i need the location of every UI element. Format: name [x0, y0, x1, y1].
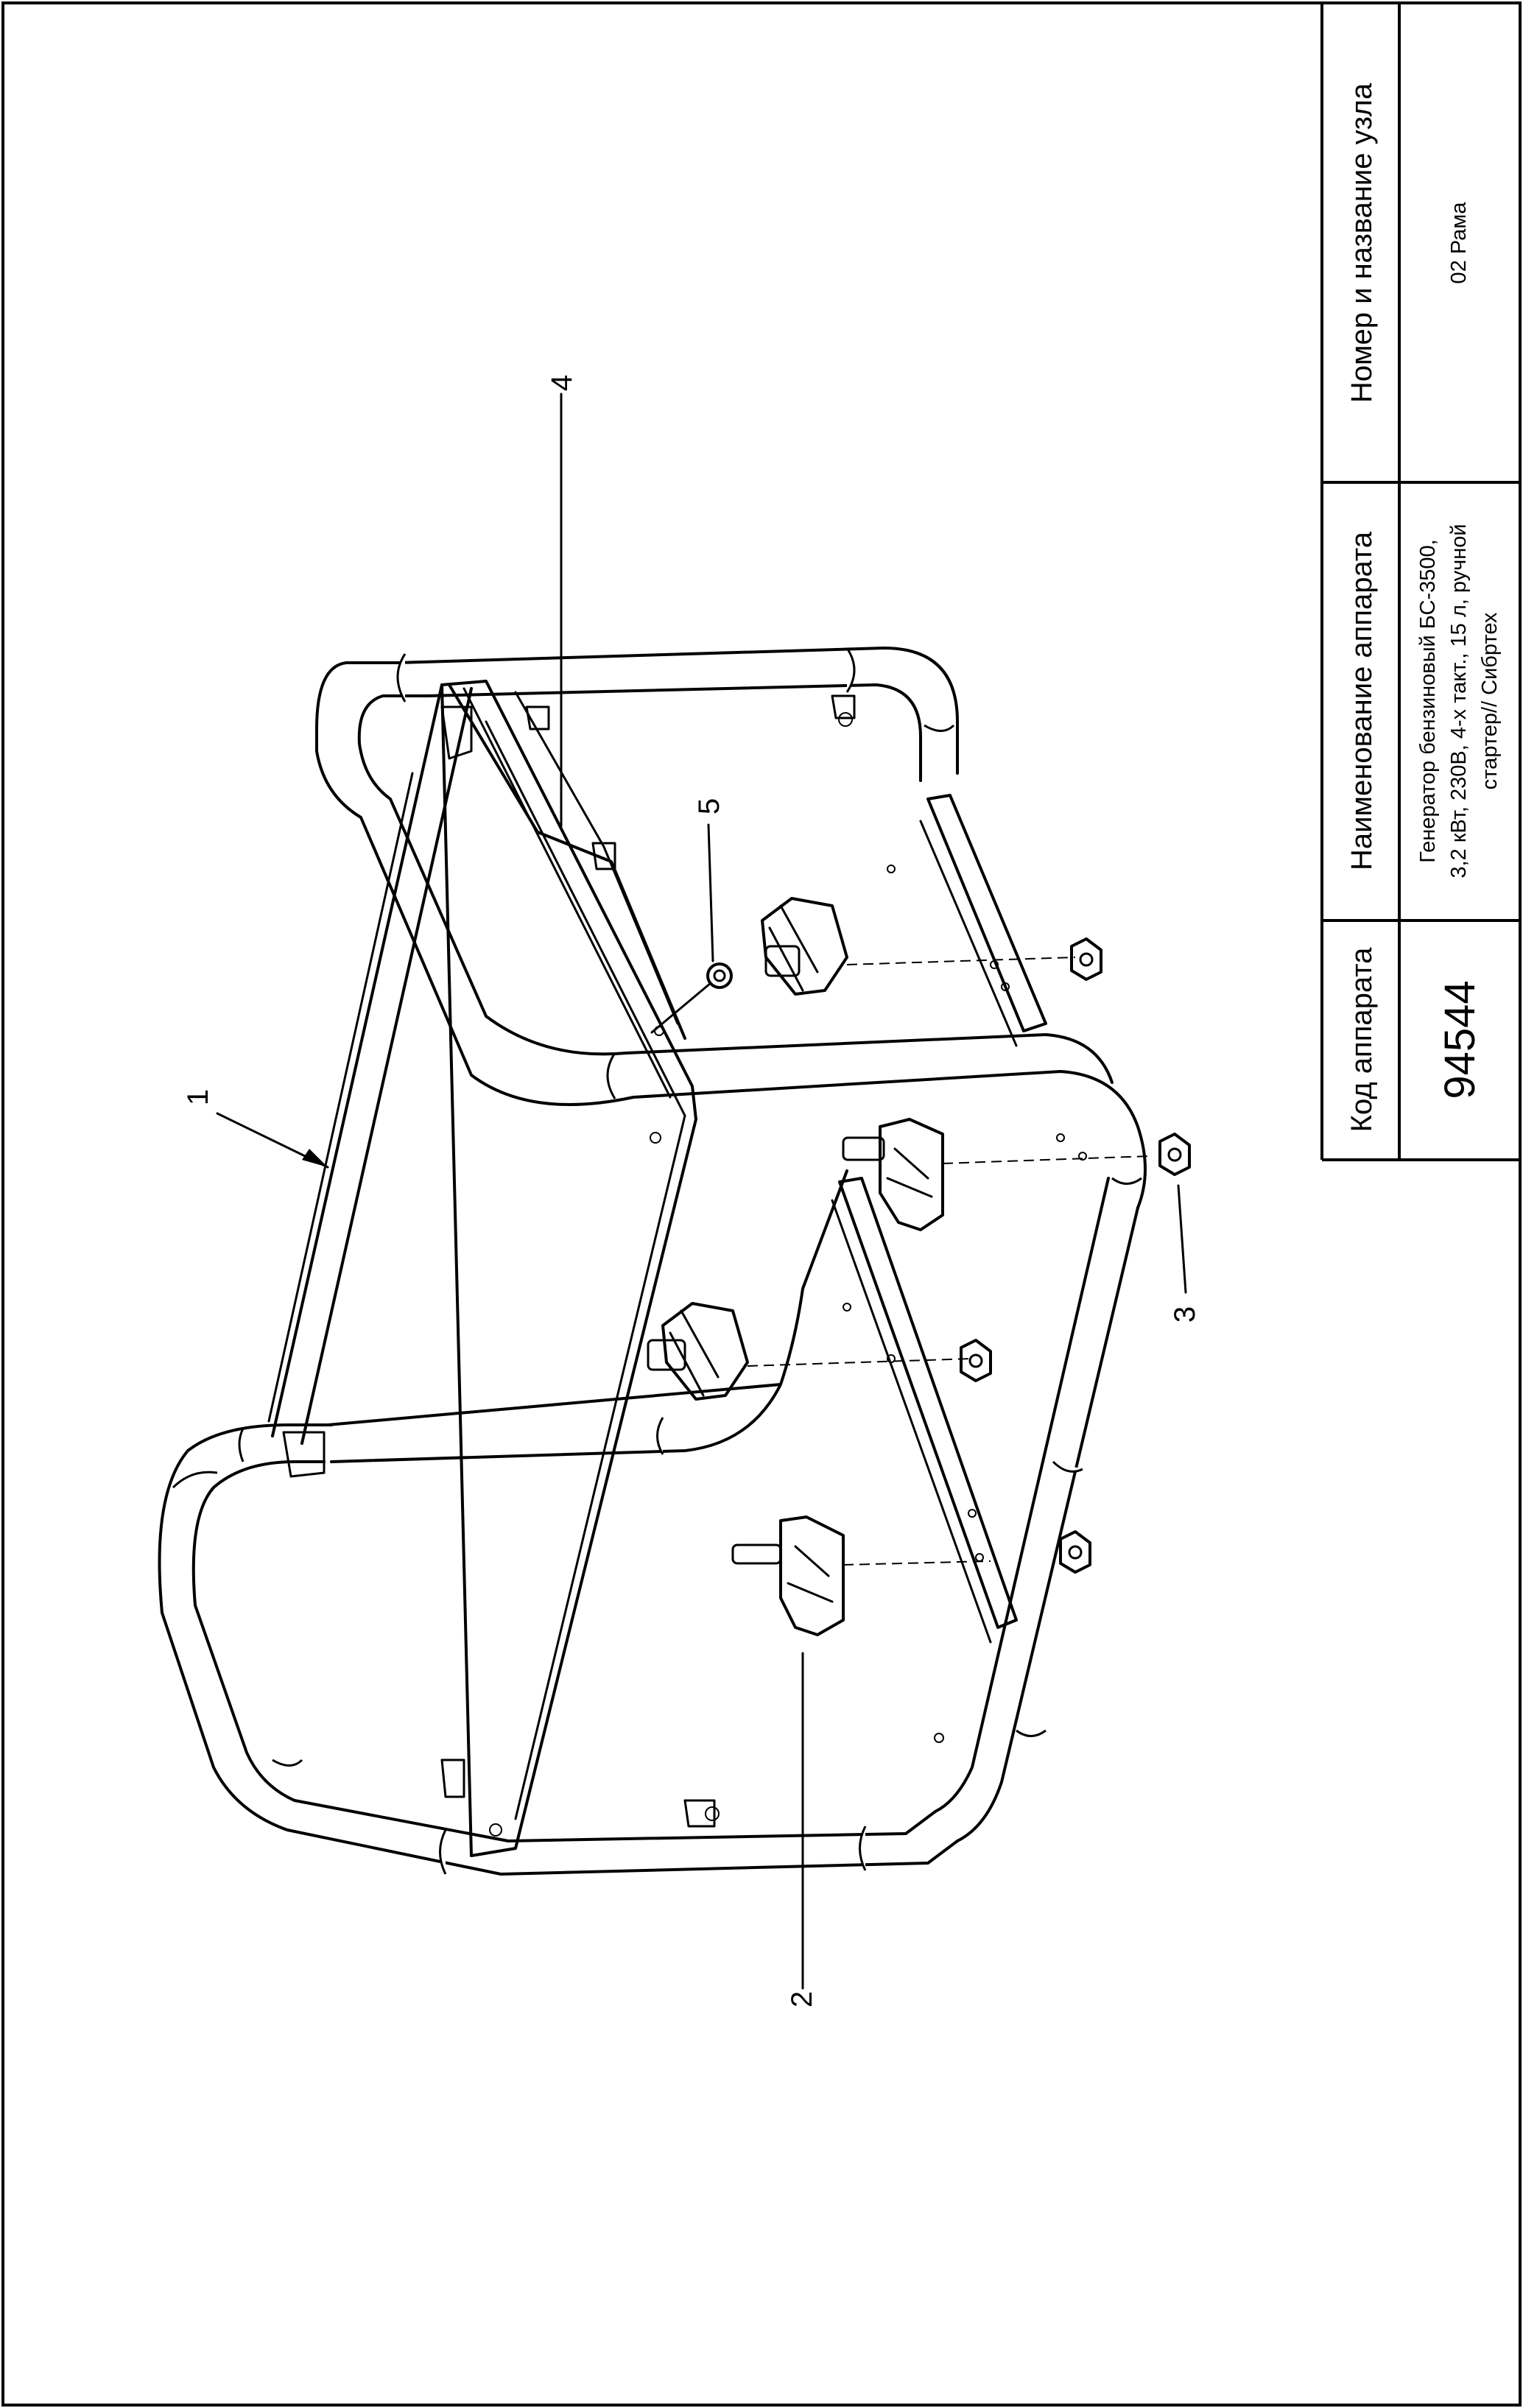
hole-10 [1001, 982, 1010, 991]
title-block: Код аппарата 94544 Наименование аппарата… [1320, 3, 1520, 1161]
damper-3 [647, 1302, 973, 1401]
channel-crossbar-outline [440, 680, 697, 1857]
bracket-3 [683, 1799, 716, 1828]
device-name-label: Наименование аппарата [1346, 531, 1378, 870]
device-code-label: Код аппарата [1346, 947, 1378, 1132]
callout-4: 4 [546, 375, 578, 391]
tube-joint-13 [656, 1417, 664, 1455]
tube-joint-9 [859, 1826, 867, 1871]
tube-joint-7 [1052, 1460, 1083, 1473]
mount-plate-upper [926, 794, 1047, 1032]
bracket-7 [525, 705, 550, 731]
hole-6 [843, 1303, 851, 1312]
bracket-2 [440, 1759, 465, 1798]
nut-2 [1158, 1133, 1191, 1176]
tube-bend-lower [779, 1169, 848, 1386]
hole-3 [489, 1823, 502, 1837]
hole-13 [887, 1354, 896, 1363]
tube-cross-middle-inner [625, 1033, 1114, 1084]
channel-crossbar-edge [462, 687, 672, 1099]
tube-loop-left-inner [357, 694, 627, 1056]
bracket-6 [831, 694, 856, 719]
hole-5 [887, 865, 896, 873]
device-name-line-1: Генератор бензиновый БС-3500, [1416, 539, 1440, 862]
nut-4 [1059, 1530, 1091, 1574]
frame [158, 647, 1147, 1876]
mount-plate-lower-edge [831, 1199, 992, 1644]
tube-cross-middle [632, 1070, 1147, 1209]
device-name-line-2: 3,2 кВт, 230В, 4-х такт., 15 л, ручной [1447, 524, 1471, 878]
tube-joint-12 [238, 1428, 245, 1462]
bolt [650, 962, 733, 1034]
hole-15 [705, 1806, 720, 1821]
callout-3: 3 [1169, 1306, 1201, 1323]
hole-8 [975, 1553, 984, 1562]
tube-loop-bottom-outer [158, 1423, 959, 1876]
tube-joint-11 [172, 1471, 218, 1489]
hole-9 [990, 960, 999, 969]
hole-4 [934, 1733, 944, 1743]
tube-top-rail [396, 647, 959, 775]
tube-right-side-inner [934, 1177, 1110, 1813]
frame-long-rail-left-inner [300, 687, 473, 1445]
nut-3 [960, 1339, 992, 1382]
callout-2: 2 [786, 1991, 818, 2007]
tube-joint-8 [272, 1759, 303, 1767]
tube-loop-bottom-inner [191, 1460, 937, 1842]
nut-1 [1070, 937, 1102, 981]
dampers [647, 897, 1150, 1636]
hole-7 [968, 1509, 977, 1518]
device-code-value: 94544 [1436, 980, 1484, 1099]
frame-long-rail-left-edge [267, 772, 414, 1423]
channel-crossbar-edge-2 [485, 720, 686, 1820]
unit-label: Номер и название узла [1346, 82, 1378, 403]
tube-joint-3 [924, 724, 955, 732]
damper-2 [842, 1118, 1150, 1231]
tube-loop-left-outer [315, 661, 635, 1106]
nuts [960, 937, 1191, 1574]
callout-1-arrow [302, 1149, 328, 1167]
damper-4 [731, 1515, 991, 1636]
tube-joint-2 [845, 647, 856, 693]
callout-5: 5 [693, 798, 725, 814]
tube-joint-1 [396, 653, 407, 703]
mount-plate-upper-edge [919, 820, 1018, 1047]
callouts: 1 2 3 4 5 [182, 375, 1201, 2007]
callout-1: 1 [182, 1089, 214, 1105]
tube-cross-lower [326, 1383, 782, 1463]
unit-name: 02 Рама [1447, 202, 1471, 284]
damper-1 [761, 897, 1076, 996]
upper-channel [448, 683, 686, 1040]
device-name-line-3: стартер// Сибртех [1478, 612, 1502, 789]
tube-joint-6 [1016, 1729, 1047, 1737]
hole-12 [1078, 1152, 1087, 1161]
tube-joint-4 [606, 1052, 616, 1099]
bracket-4 [440, 705, 473, 760]
mount-plate-lower [838, 1177, 1018, 1629]
bracket-1 [282, 1431, 326, 1478]
bracket-5 [591, 842, 616, 870]
hole-2 [650, 1132, 661, 1144]
tube-top-rail-inner [426, 683, 922, 782]
frame-long-rail-left [271, 683, 443, 1437]
hole-14 [838, 712, 853, 727]
upper-channel-edge [514, 691, 679, 1025]
tube-joint-5 [1111, 1177, 1142, 1185]
hole-11 [1056, 1133, 1065, 1142]
tube-right-side [956, 1206, 1139, 1842]
tube-joint-10 [439, 1829, 447, 1875]
